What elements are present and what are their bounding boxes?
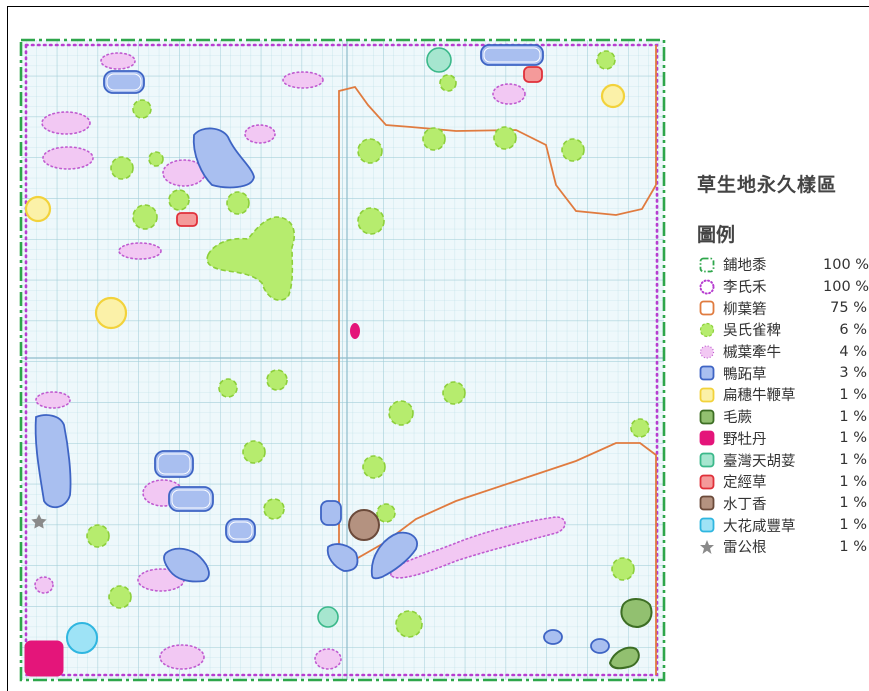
outline-square-icon (697, 300, 717, 316)
yellow-square-icon (697, 387, 717, 403)
cyan-square-icon (697, 517, 717, 533)
legend-label: 毛蕨 (723, 410, 752, 427)
morning-glory-patch (35, 391, 71, 409)
legend-percent: 1 % (839, 495, 867, 512)
mint-square-icon (697, 452, 717, 468)
legend-item-dayflower: 鴨跖草 3 % (697, 362, 867, 384)
legend-item-water-clove: 水丁香 1 % (697, 493, 867, 515)
pink-blob-icon (697, 344, 717, 360)
legend-label: 定經草 (723, 475, 767, 492)
morning-glory-patch (100, 52, 136, 70)
lee-grass-boundary (24, 43, 659, 677)
legend-label: 吳氏雀稗 (723, 323, 781, 340)
wild-peony-patch (24, 640, 64, 677)
magenta-square-icon (697, 430, 717, 446)
legend-percent: 3 % (839, 365, 867, 382)
legend-heading: 圖例 (697, 224, 736, 246)
taiwan-hydrocotyle-patches (317, 47, 452, 628)
blue-square-icon (697, 365, 717, 381)
legend-percent: 1 % (839, 386, 867, 403)
thunder-root-marker (31, 514, 47, 529)
legend-percent: 100 % (823, 278, 869, 295)
legend-percent: 1 % (839, 473, 867, 490)
legend-label: 李氏禾 (723, 280, 767, 297)
legend-label: 野牡丹 (723, 431, 767, 448)
dayflower-patches (34, 44, 610, 654)
dayflower-inner-outline (106, 47, 541, 540)
legend-percent: 1 % (839, 452, 867, 469)
carpet-grass-boundary (19, 38, 666, 682)
morning-glory-patch (42, 146, 94, 170)
legend-item-thunder-root: 雷公根 1 % (697, 536, 867, 558)
legend-item-wild-peony: 野牡丹 1 % (697, 428, 867, 450)
dotted-circle-icon (697, 279, 717, 295)
legend-item-morning-glory: 槭葉牽牛 4 % (697, 341, 867, 363)
legend-list: 鋪地黍 100 % 李氏禾 100 % 柳葉箬 75 % 吳氏雀稗 6 % 槭葉牽牛 4 % 鴨跖草… (697, 254, 869, 558)
legend-percent: 1 % (839, 430, 867, 447)
legend-percent: 6 % (839, 321, 867, 338)
gray-star-icon (697, 539, 717, 555)
morning-glory-patch (34, 576, 54, 594)
legend-label: 臺灣天胡荽 (723, 453, 796, 470)
legend-percent: 4 % (839, 343, 867, 360)
legend-item-wu-sparrow-barnyard: 吳氏雀稗 6 % (697, 319, 867, 341)
figure-frame (7, 6, 869, 691)
legend-percent: 1 % (839, 538, 867, 555)
legend-percent: 75 % (830, 300, 867, 317)
map-title: 草生地永久樣區 (697, 174, 838, 196)
legend-label: 扁穗牛鞭草 (723, 388, 796, 405)
quadrat-map (19, 38, 666, 682)
legend-item-big-flower-herb: 大花咸豐草 1 % (697, 514, 867, 536)
legend-panel: 草生地永久樣區 圖例 鋪地黍 100 % 李氏禾 100 % 柳葉箬 75 % 吳氏雀稗 6 … (697, 170, 869, 558)
legend-percent: 100 % (823, 256, 869, 273)
morning-glory-patch (159, 644, 205, 670)
legend-percent: 1 % (839, 517, 867, 534)
green-blob-icon (697, 322, 717, 338)
legend-label: 槭葉牽牛 (723, 345, 781, 362)
morning-glory-patch (282, 71, 324, 89)
brown-square-icon (697, 495, 717, 511)
legend-item-lee-grass: 李氏禾 100 % (697, 276, 869, 298)
legend-label: 水丁香 (723, 496, 767, 513)
wild-peony-patch (350, 323, 360, 339)
dashdot-square-icon (697, 257, 717, 273)
fern-patches (608, 598, 653, 670)
legend-label: 大花咸豐草 (723, 518, 796, 535)
legend-item-willow-smartweed: 柳葉箬 75 % (697, 297, 867, 319)
legend-item-flat-spike-grass: 扁穗牛鞭草 1 % (697, 384, 867, 406)
flat-spike-grass-patches (24, 83, 626, 330)
water-clove-patch (348, 509, 380, 541)
legend-item-mao-jue: 毛蕨 1 % (697, 406, 867, 428)
ding-jing-grass-patches (176, 66, 543, 227)
legend-item-carpet-grass: 鋪地黍 100 % (697, 254, 869, 276)
legend-label: 雷公根 (723, 540, 767, 557)
legend-item-ding-jing-grass: 定經草 1 % (697, 471, 867, 493)
red-square-icon (697, 474, 717, 490)
legend-label: 鋪地黍 (723, 258, 767, 275)
morning-glory-patch (41, 111, 91, 135)
fern-square-icon (697, 409, 717, 425)
morning-glory-patch (314, 648, 342, 670)
legend-label: 柳葉箬 (723, 301, 767, 318)
morning-glory-patch (244, 124, 276, 144)
legend-item-taiwan-hydrocotyle: 臺灣天胡荽 1 % (697, 449, 867, 471)
coarse-grid (21, 40, 664, 680)
morning-glory-long-patch (390, 516, 566, 579)
barnyard-grass-large-patch (206, 216, 296, 301)
big-flower-herb-patch (66, 622, 98, 654)
willow-smartweed-region-upper (338, 85, 657, 675)
morning-glory-patch (118, 242, 162, 260)
morning-glory-patch (492, 83, 526, 105)
legend-label: 鴨跖草 (723, 366, 767, 383)
legend-percent: 1 % (839, 408, 867, 425)
barnyard-grass-patches (86, 50, 650, 638)
